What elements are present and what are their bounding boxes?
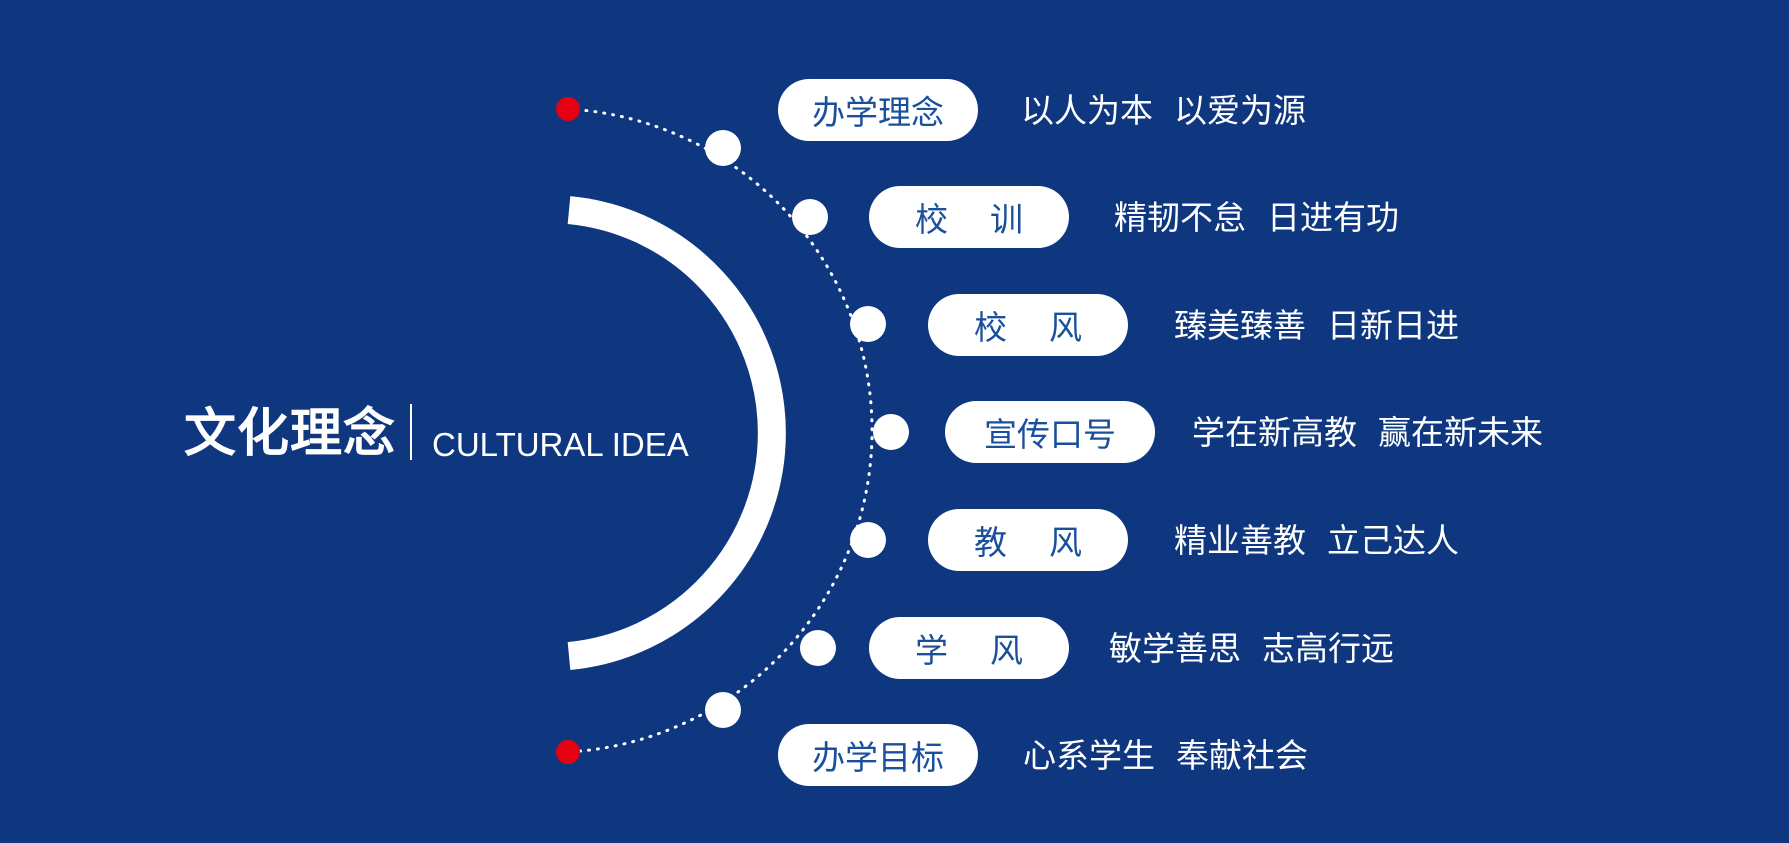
pill-label: 教 风: [974, 523, 1082, 562]
pill-item-2: 校 风: [928, 294, 1128, 356]
pill-label: 校 训: [915, 200, 1023, 239]
pill-label: 办学理念: [812, 93, 944, 132]
title-english: CULTURAL IDEA: [432, 426, 689, 463]
node-dot-1: [792, 199, 828, 235]
motto-item-4: 精业善教 立己达人: [1174, 521, 1459, 560]
pill-item-3: 宣传口号: [945, 401, 1155, 463]
title-divider: [410, 404, 412, 460]
motto-item-1: 精韧不怠 日进有功: [1114, 198, 1399, 237]
node-dot-4: [850, 522, 886, 558]
motto-item-5: 敏学善思 志高行远: [1109, 629, 1394, 668]
pill-item-1: 校 训: [869, 186, 1069, 248]
motto-item-6: 心系学生 奉献社会: [1023, 736, 1308, 775]
pill-label: 宣传口号: [984, 415, 1116, 454]
motto-item-2: 臻美臻善 日新日进: [1174, 306, 1459, 345]
node-dot-2: [850, 306, 886, 342]
node-dot-lower: [705, 692, 741, 728]
pill-item-5: 学 风: [869, 617, 1069, 679]
red-dot-bottom: [556, 740, 580, 764]
pill-item-6: 办学目标: [778, 724, 978, 786]
pill-item-0: 办学理念: [778, 79, 978, 141]
red-dot-top: [556, 97, 580, 121]
motto-item-0: 以人为本 以爱为源: [1021, 91, 1306, 130]
pill-label: 办学目标: [812, 738, 944, 777]
pill-label: 学 风: [915, 631, 1023, 670]
motto-item-3: 学在新高教 赢在新未来: [1192, 413, 1543, 452]
node-dot-5: [800, 630, 836, 666]
pill-item-4: 教 风: [928, 509, 1128, 571]
node-dot-upper: [705, 130, 741, 166]
node-dot-3: [873, 414, 909, 450]
pill-label: 校 风: [974, 308, 1082, 347]
title-chinese: 文化理念: [184, 404, 397, 464]
inner-half-ring: [567, 196, 786, 670]
